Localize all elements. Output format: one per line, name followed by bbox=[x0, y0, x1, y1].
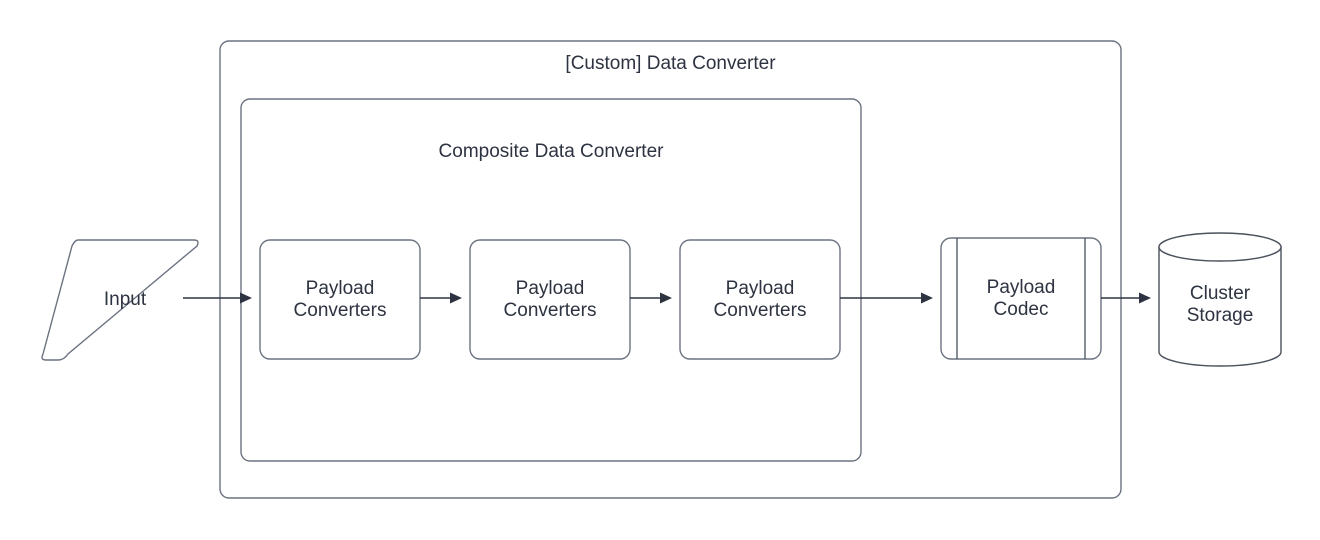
node-cluster-storage-label-line1: Cluster bbox=[1189, 283, 1251, 304]
node-payload-converters-1-label-wrap: Payload Converters bbox=[260, 240, 420, 359]
node-payload-converters-3-label-wrap: Payload Converters bbox=[680, 240, 840, 359]
container-composite-data-converter-title: Composite Data Converter bbox=[438, 141, 664, 162]
node-payload-converters-2-label-line2: Converters bbox=[503, 299, 597, 321]
node-payload-codec-label-wrap: Payload Codec bbox=[957, 238, 1085, 359]
node-cluster-storage-label-wrap: Cluster Storage bbox=[1159, 250, 1281, 360]
node-payload-converters-1-label-line1: Payload bbox=[305, 277, 375, 299]
container-custom-data-converter-title-wrap: [Custom] Data Converter bbox=[220, 50, 1121, 78]
node-payload-converters-3-label-line2: Converters bbox=[713, 299, 807, 321]
node-payload-converters-2-shape[interactable] bbox=[469, 239, 631, 360]
edge-payload-converters-3-to-payload-codec bbox=[840, 292, 933, 304]
node-payload-codec-label-line2: Codec bbox=[993, 298, 1049, 320]
node-payload-converters-1-label-line2: Converters bbox=[293, 299, 387, 321]
edge-payload-converters-2-to-3 bbox=[630, 292, 672, 304]
container-custom-data-converter-title: [Custom] Data Converter bbox=[565, 53, 776, 74]
edge-payload-converters-1-to-2 bbox=[420, 292, 462, 304]
edge-payload-codec-to-cluster-storage bbox=[1101, 292, 1151, 304]
node-cluster-storage-label-line2: Storage bbox=[1186, 305, 1254, 326]
node-input-label: Input bbox=[103, 288, 147, 310]
node-payload-converters-3-label-line1: Payload bbox=[725, 277, 795, 299]
node-cluster-storage-top bbox=[1158, 232, 1282, 262]
node-payload-converters-2-label-wrap: Payload Converters bbox=[470, 240, 630, 359]
node-payload-converters-2-label-line1: Payload bbox=[515, 277, 585, 299]
node-input-shape[interactable] bbox=[41, 239, 199, 361]
node-payload-converters-1-shape[interactable] bbox=[259, 239, 421, 360]
edge-input-to-payload-converters-1 bbox=[183, 292, 252, 304]
container-composite-data-converter-title-wrap: Composite Data Converter bbox=[241, 138, 861, 166]
node-cluster-storage-body[interactable] bbox=[1158, 246, 1282, 367]
node-payload-codec-label-line1: Payload bbox=[986, 276, 1056, 298]
node-payload-converters-3-shape[interactable] bbox=[679, 239, 841, 360]
node-input-label-wrap: Input bbox=[50, 240, 200, 359]
